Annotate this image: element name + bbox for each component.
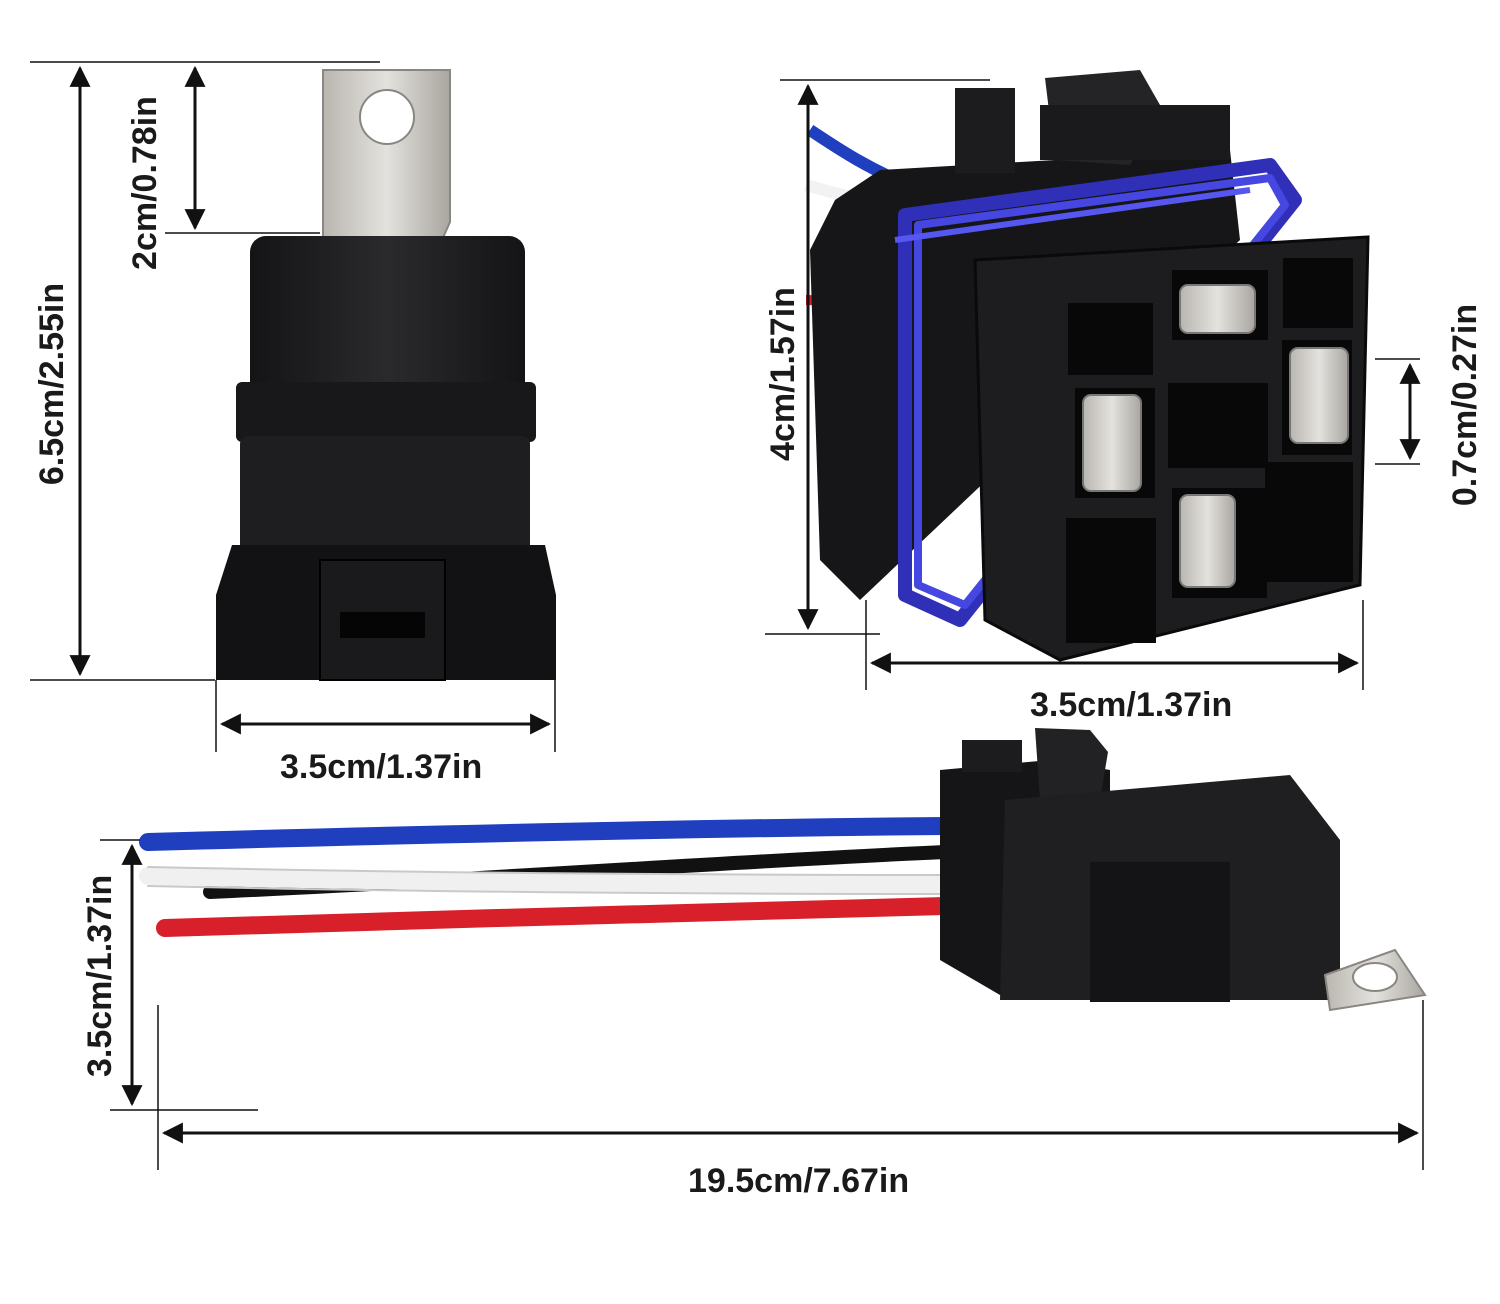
relay-width-label: 3.5cm/1.37in bbox=[280, 748, 483, 786]
assembly-height-label: 3.5cm/1.37in bbox=[81, 874, 119, 1077]
wire-red bbox=[156, 897, 954, 937]
socket-width-label: 3.5cm/1.37in bbox=[1030, 686, 1233, 724]
socket-pin-spacing-label: 0.7cm/0.27in bbox=[1446, 303, 1484, 507]
relay-total-height-label: 6.5cm/2.55in bbox=[33, 282, 71, 486]
wire-white bbox=[139, 867, 954, 893]
relay-dimension-lines bbox=[30, 61, 556, 752]
assembly-length-label: 19.5cm/7.67in bbox=[688, 1162, 910, 1200]
relay-mid-band bbox=[236, 382, 536, 442]
relay-harness-assembly bbox=[139, 728, 1427, 1012]
relay-tab-height-label: 2cm/0.78in bbox=[126, 96, 164, 270]
socket-latch bbox=[955, 88, 1015, 173]
mounting-tab bbox=[322, 69, 451, 241]
wire-blue bbox=[139, 817, 954, 851]
assembly-dimension-lines bbox=[100, 839, 1424, 1170]
relay-front-view bbox=[216, 69, 556, 681]
mounting-hole bbox=[359, 89, 415, 145]
socket-front-view bbox=[804, 70, 1370, 662]
socket-terminals bbox=[1082, 284, 1349, 588]
socket-dimension-lines bbox=[765, 79, 1421, 690]
harness-wires bbox=[139, 817, 954, 937]
socket-height-label: 4cm/1.57in bbox=[764, 287, 802, 461]
